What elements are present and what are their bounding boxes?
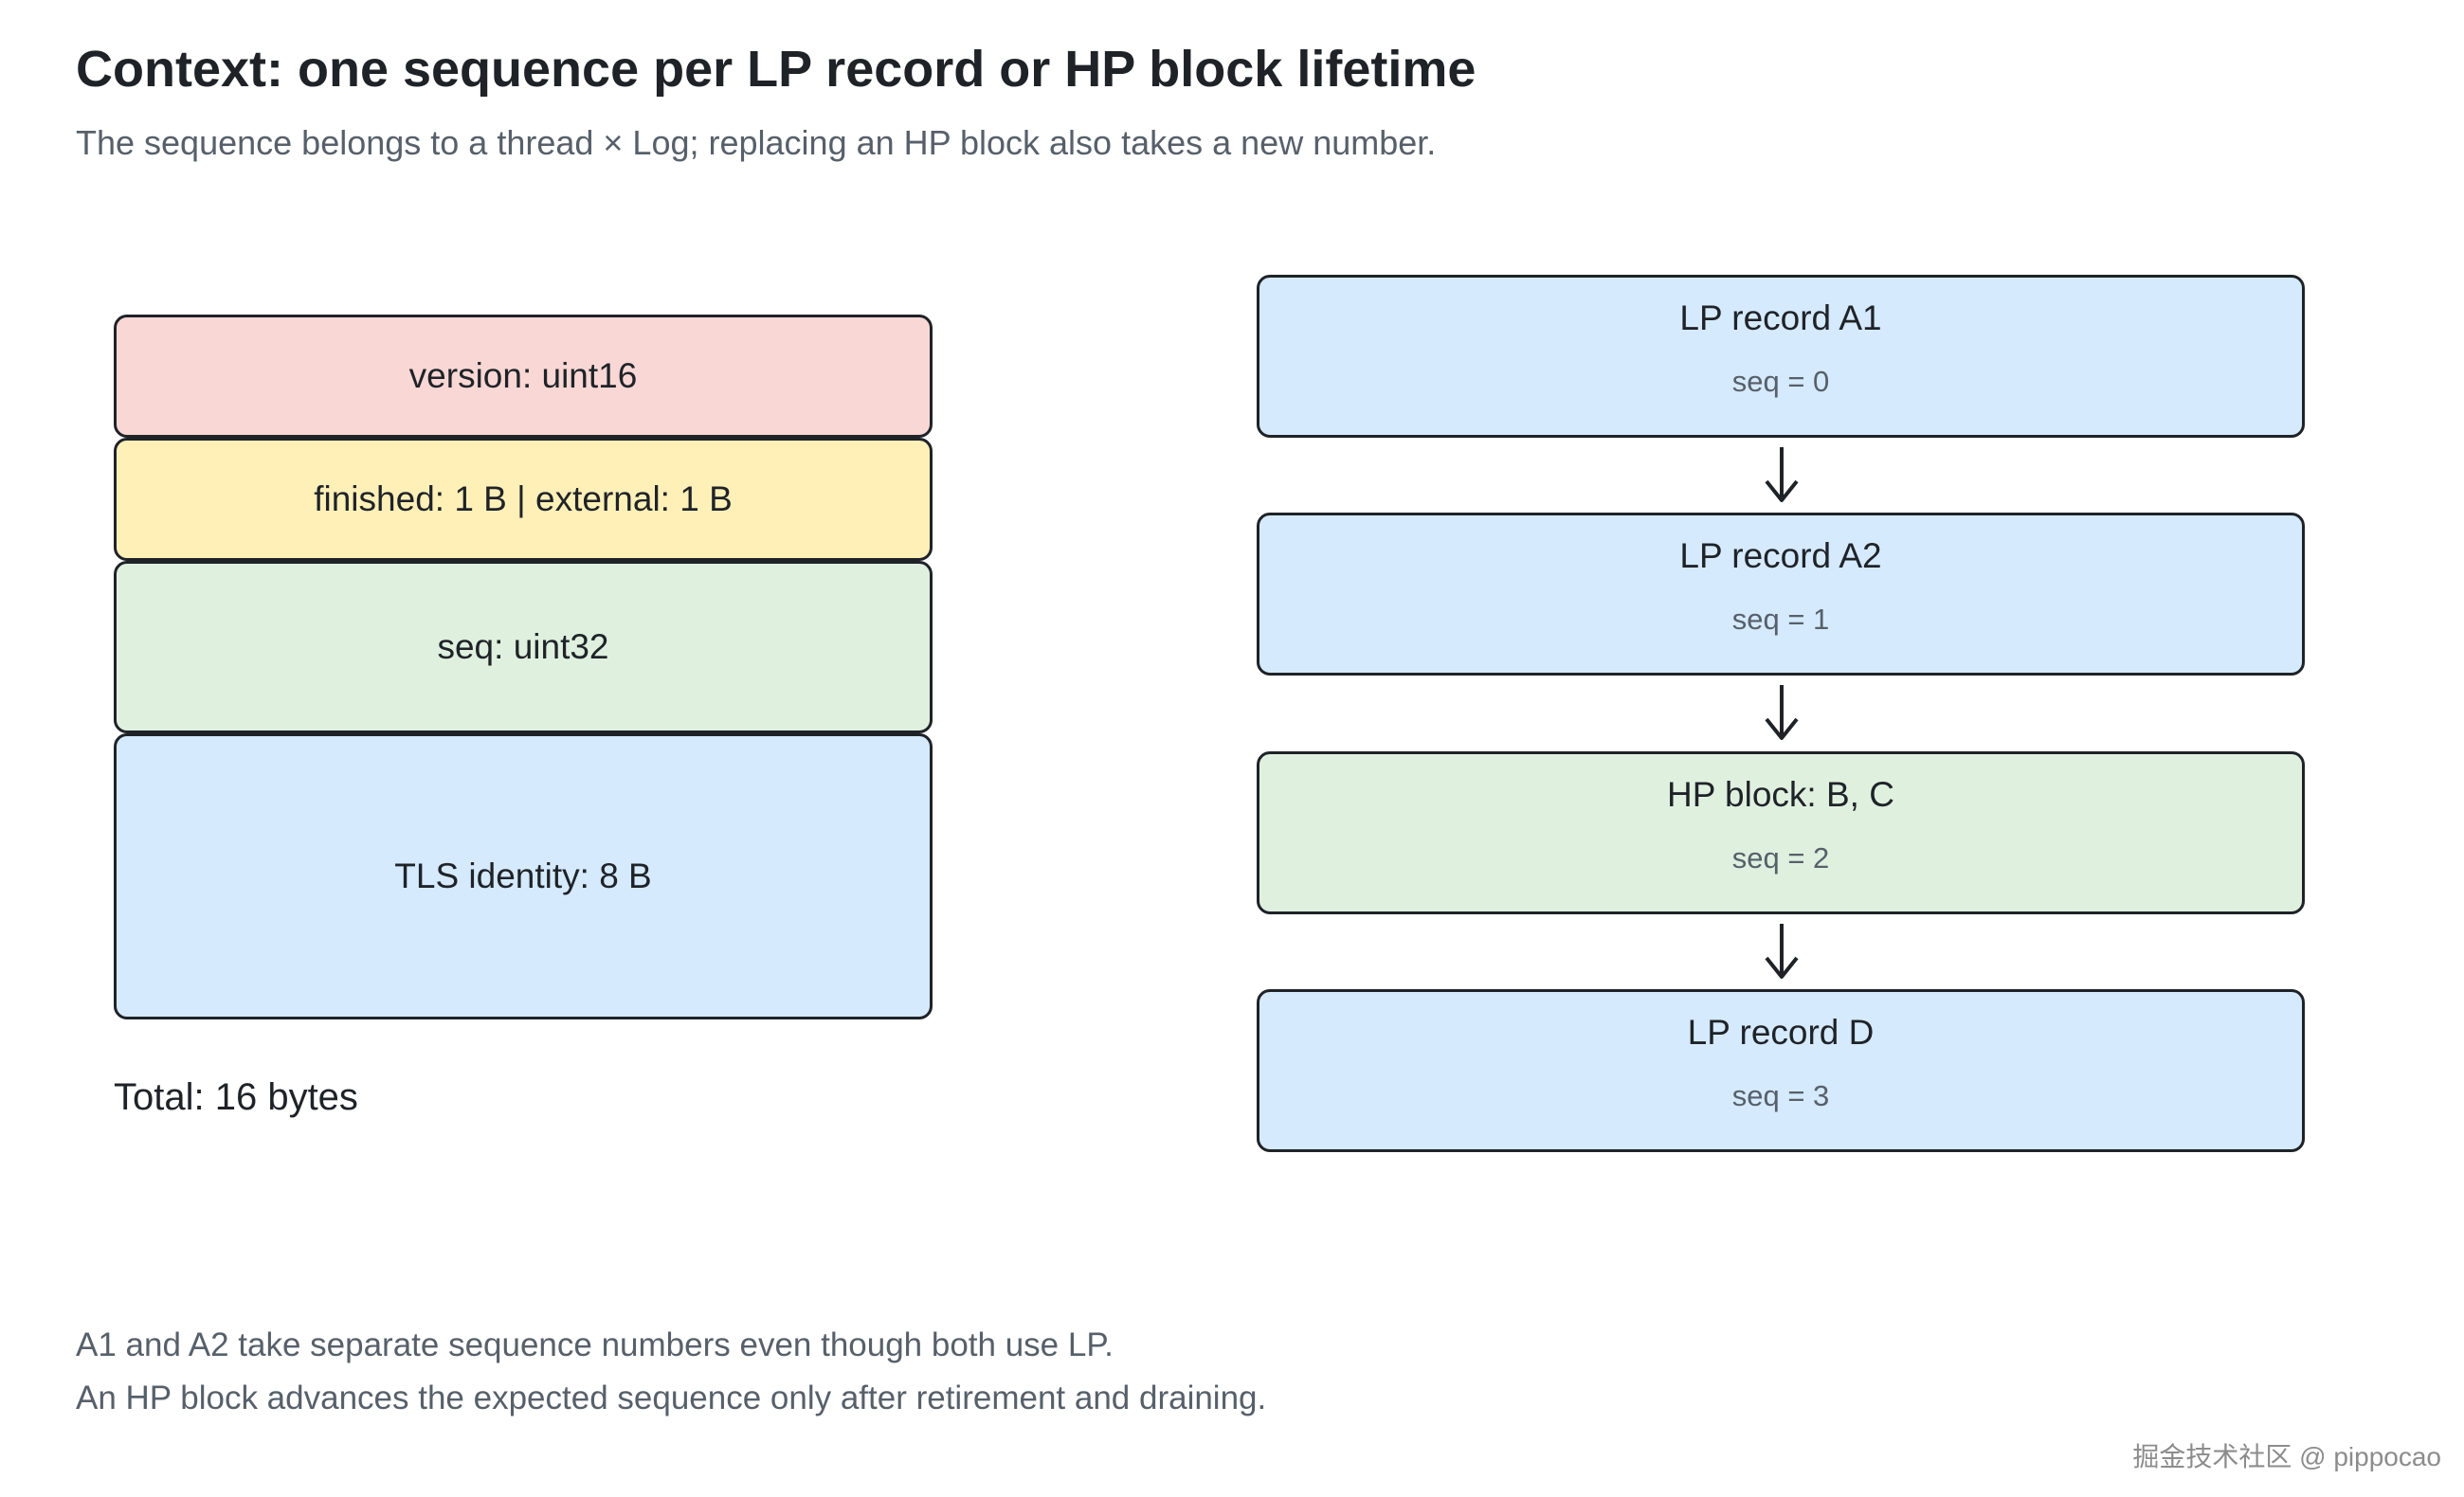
seq-item-label: LP record A2 (1679, 536, 1882, 575)
seq-item-label: LP record A1 (1679, 298, 1882, 337)
field-seq: seq: uint32 (114, 561, 933, 733)
seq-item-label: HP block: B, C (1667, 775, 1894, 814)
arrow-down-icon (1765, 924, 1799, 979)
struct-total-size: Total: 16 bytes (114, 1076, 358, 1118)
seq-item-value: seq = 0 (1731, 365, 1830, 398)
footnote-2: An HP block advances the expected sequen… (76, 1380, 1267, 1416)
field-seq-label: seq: uint32 (437, 627, 609, 666)
field-version: version: uint16 (114, 315, 933, 438)
seq-item-lp-record-d: LP record D seq = 3 (1257, 989, 2305, 1152)
field-flags-label: finished: 1 B | external: 1 B (314, 479, 733, 518)
watermark: 掘金技术社区 @ pippocao (2132, 1442, 2441, 1471)
arrow-down-icon (1765, 685, 1799, 740)
field-flags: finished: 1 B | external: 1 B (114, 438, 933, 561)
page-subtitle: The sequence belongs to a thread × Log; … (76, 123, 1437, 162)
page-title: Context: one sequence per LP record or H… (76, 41, 1477, 98)
seq-item-lp-record-a2: LP record A2 seq = 1 (1257, 513, 2305, 676)
seq-item-lp-record-a1: LP record A1 seq = 0 (1257, 275, 2305, 438)
seq-item-value: seq = 1 (1731, 603, 1830, 636)
field-tls-identity-label: TLS identity: 8 B (394, 857, 652, 895)
arrow-down-icon (1765, 447, 1799, 502)
seq-item-hp-block: HP block: B, C seq = 2 (1257, 751, 2305, 914)
footnote-1: A1 and A2 take separate sequence numbers… (76, 1326, 1114, 1363)
seq-item-value: seq = 3 (1731, 1079, 1830, 1112)
seq-item-label: LP record D (1687, 1013, 1875, 1052)
field-tls-identity: TLS identity: 8 B (114, 733, 933, 1019)
seq-item-value: seq = 2 (1731, 841, 1830, 875)
field-version-label: version: uint16 (408, 356, 638, 395)
